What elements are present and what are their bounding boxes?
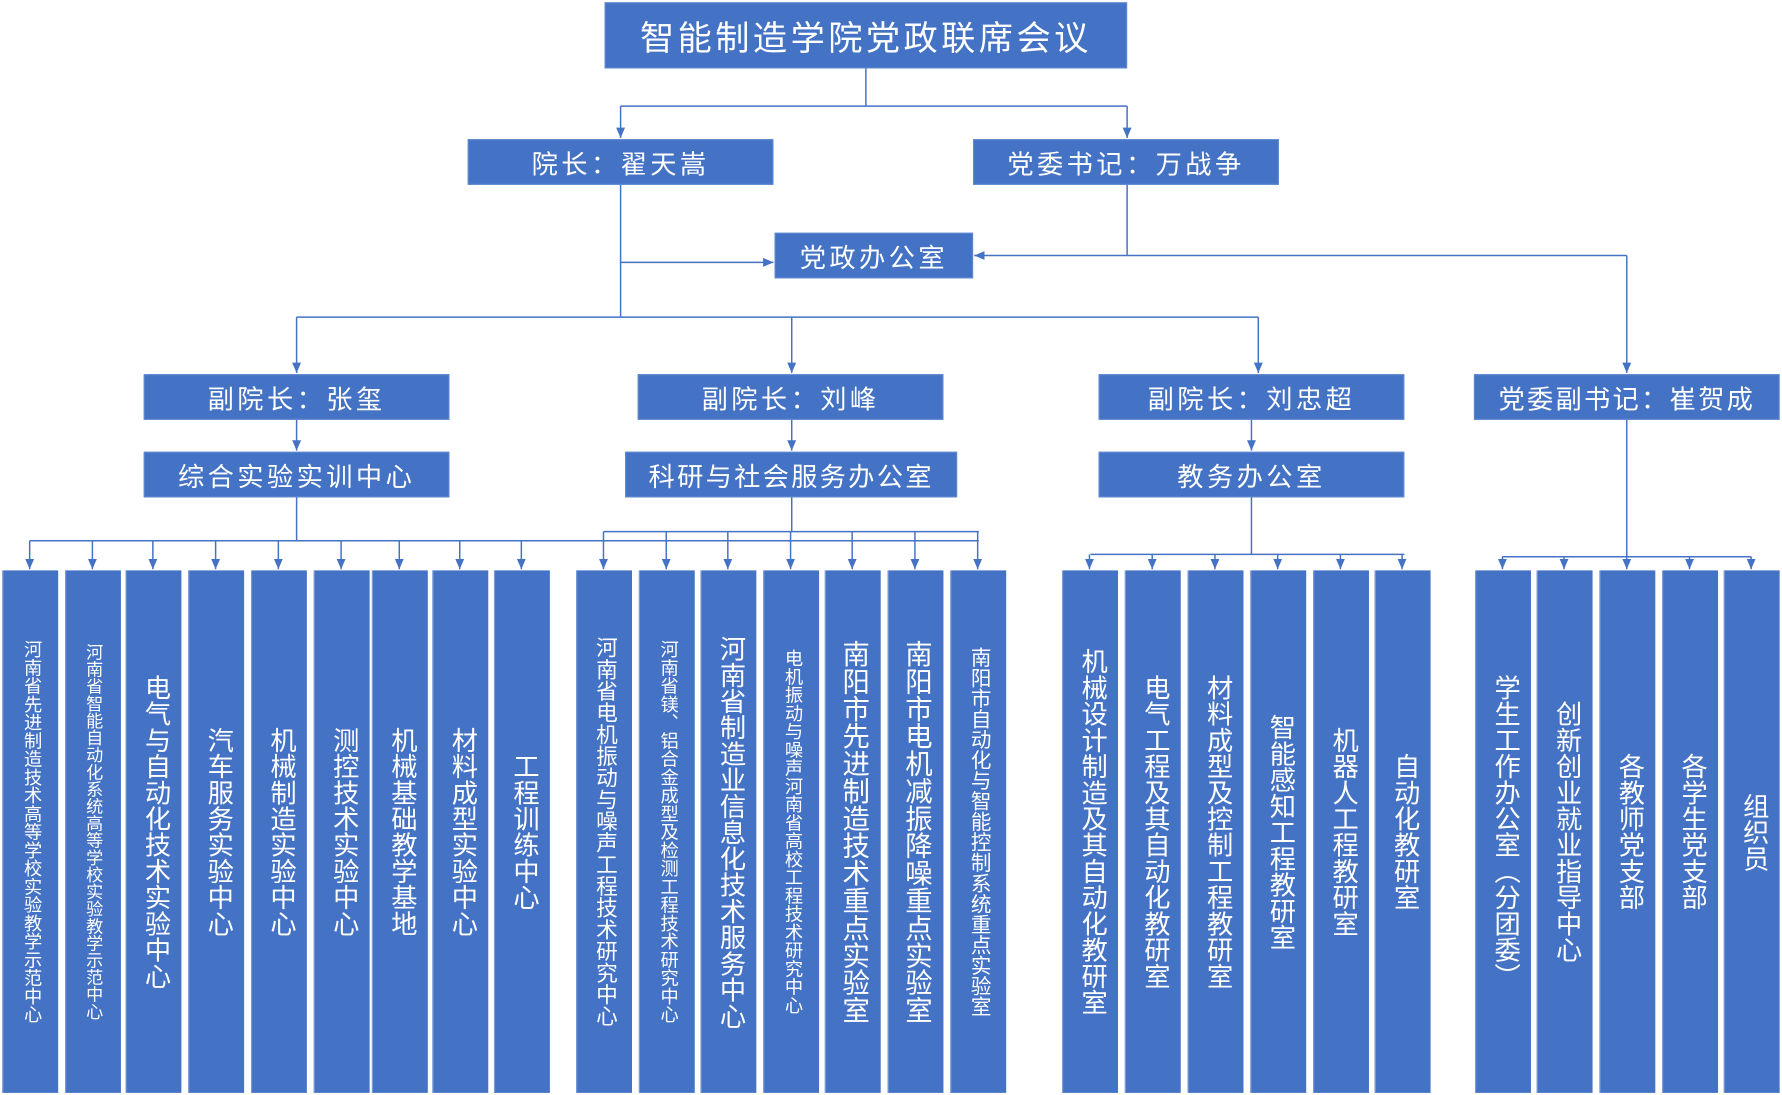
unit-box-teaching: 自动化教研室 [1374,570,1431,1093]
center-box: 教务办公室 [1098,451,1405,498]
unit-box-party: 各教师党支部 [1599,570,1656,1093]
unit-box-party: 组织员 [1723,570,1780,1093]
unit-box-lab-training: 测控技术实验中心 [313,570,370,1093]
unit-box-research: 河南省制造业信息化技术服务中心 [700,570,757,1093]
unit-label: 电气工程及其自动化教研室 [1139,674,1169,990]
unit-box-research: 电机振动与噪声河南省高校工程技术研究中心 [763,570,820,1093]
unit-label: 自动化教研室 [1388,752,1419,911]
unit-box-party: 学生工作办公室（分团委） [1475,570,1531,1093]
unit-label: 南阳市先进制造技术重点实验室 [837,639,870,1024]
unit-label: 学生工作办公室（分团委） [1489,674,1519,990]
unit-label: 南阳市自动化与智能控制系统重点实验室 [967,646,992,1017]
unit-box-lab-training: 工程训练中心 [493,570,550,1093]
unit-box-lab-training: 电气与自动化技术实验中心 [125,570,182,1093]
unit-label: 各学生党支部 [1676,752,1707,911]
unit-box-teaching: 机器人工程教研室 [1313,570,1369,1093]
vice-dean-box: 副院长：张玺 [143,374,450,420]
unit-box-teaching: 材料成型及控制工程教研室 [1187,570,1244,1093]
unit-label: 河南省先进制造技术高等学校实验教学示范中心 [20,639,43,1024]
title-box: 智能制造学院党政联席会议 [604,2,1128,69]
unit-box-research: 南阳市先进制造技术重点实验室 [824,570,881,1093]
unit-label: 电气与自动化技术实验中心 [139,674,170,990]
unit-label: 材料成型及控制工程教研室 [1201,674,1232,990]
unit-label: 机械基础教学基地 [386,726,416,937]
unit-box-teaching: 电气工程及其自动化教研室 [1124,570,1181,1093]
unit-label: 测控技术实验中心 [327,726,358,937]
unit-label: 河南省智能自动化系统高等学校实验教学示范中心 [83,643,105,1020]
center-box: 综合实验实训中心 [143,451,450,498]
unit-label: 智能感知工程教研室 [1264,713,1295,950]
unit-box-research: 南阳市电机减振降噪重点实验室 [887,570,944,1093]
unit-label: 河南省电机振动与噪声工程技术研究中心 [592,636,618,1027]
deputy-secretary-box: 党委副书记：崔贺成 [1473,374,1780,420]
unit-label: 河南省镁、铝合金成型及检测工程技术研究中心 [657,639,679,1024]
unit-box-lab-training: 汽车服务实验中心 [188,570,245,1093]
unit-label: 河南省制造业信息化技术服务中心 [714,634,745,1029]
dean-box: 院长：翟天嵩 [467,139,774,185]
unit-label: 各教师党支部 [1613,752,1644,911]
unit-box-party: 各学生党支部 [1662,570,1719,1093]
unit-box-lab-training: 河南省先进制造技术高等学校实验教学示范中心 [2,570,59,1093]
center-box: 科研与社会服务办公室 [625,451,958,498]
unit-label: 组织员 [1738,792,1768,872]
unit-label: 机器人工程教研室 [1327,726,1357,937]
unit-label: 机械制造实验中心 [265,726,295,937]
unit-box-party: 创新创业就业指导中心 [1536,570,1593,1093]
unit-box-research: 南阳市自动化与智能控制系统重点实验室 [950,570,1007,1093]
unit-box-teaching: 智能感知工程教研室 [1250,570,1307,1093]
unit-label: 材料成型实验中心 [446,726,477,937]
unit-label: 汽车服务实验中心 [202,726,233,937]
unit-label: 机械设计制造及其自动化教研室 [1076,647,1107,1016]
unit-box-teaching: 机械设计制造及其自动化教研室 [1062,570,1118,1093]
unit-label: 南阳市电机减振降噪重点实验室 [900,639,933,1024]
vice-dean-box: 副院长：刘忠超 [1098,374,1405,420]
unit-box-lab-training: 机械基础教学基地 [371,570,428,1093]
unit-label: 创新创业就业指导中心 [1550,700,1581,963]
office-box: 党政办公室 [774,232,974,279]
unit-label: 工程训练中心 [508,752,538,911]
secretary-box: 党委书记：万战争 [973,139,1279,185]
unit-box-research: 河南省镁、铝合金成型及检测工程技术研究中心 [638,570,695,1093]
unit-box-lab-training: 材料成型实验中心 [432,570,489,1093]
unit-box-lab-training: 河南省智能自动化系统高等学校实验教学示范中心 [65,570,121,1093]
vice-dean-box: 副院长：刘峰 [637,374,944,420]
unit-label: 电机振动与噪声河南省高校工程技术研究中心 [781,649,804,1015]
unit-box-research: 河南省电机振动与噪声工程技术研究中心 [576,570,633,1093]
unit-box-lab-training: 机械制造实验中心 [250,570,307,1093]
